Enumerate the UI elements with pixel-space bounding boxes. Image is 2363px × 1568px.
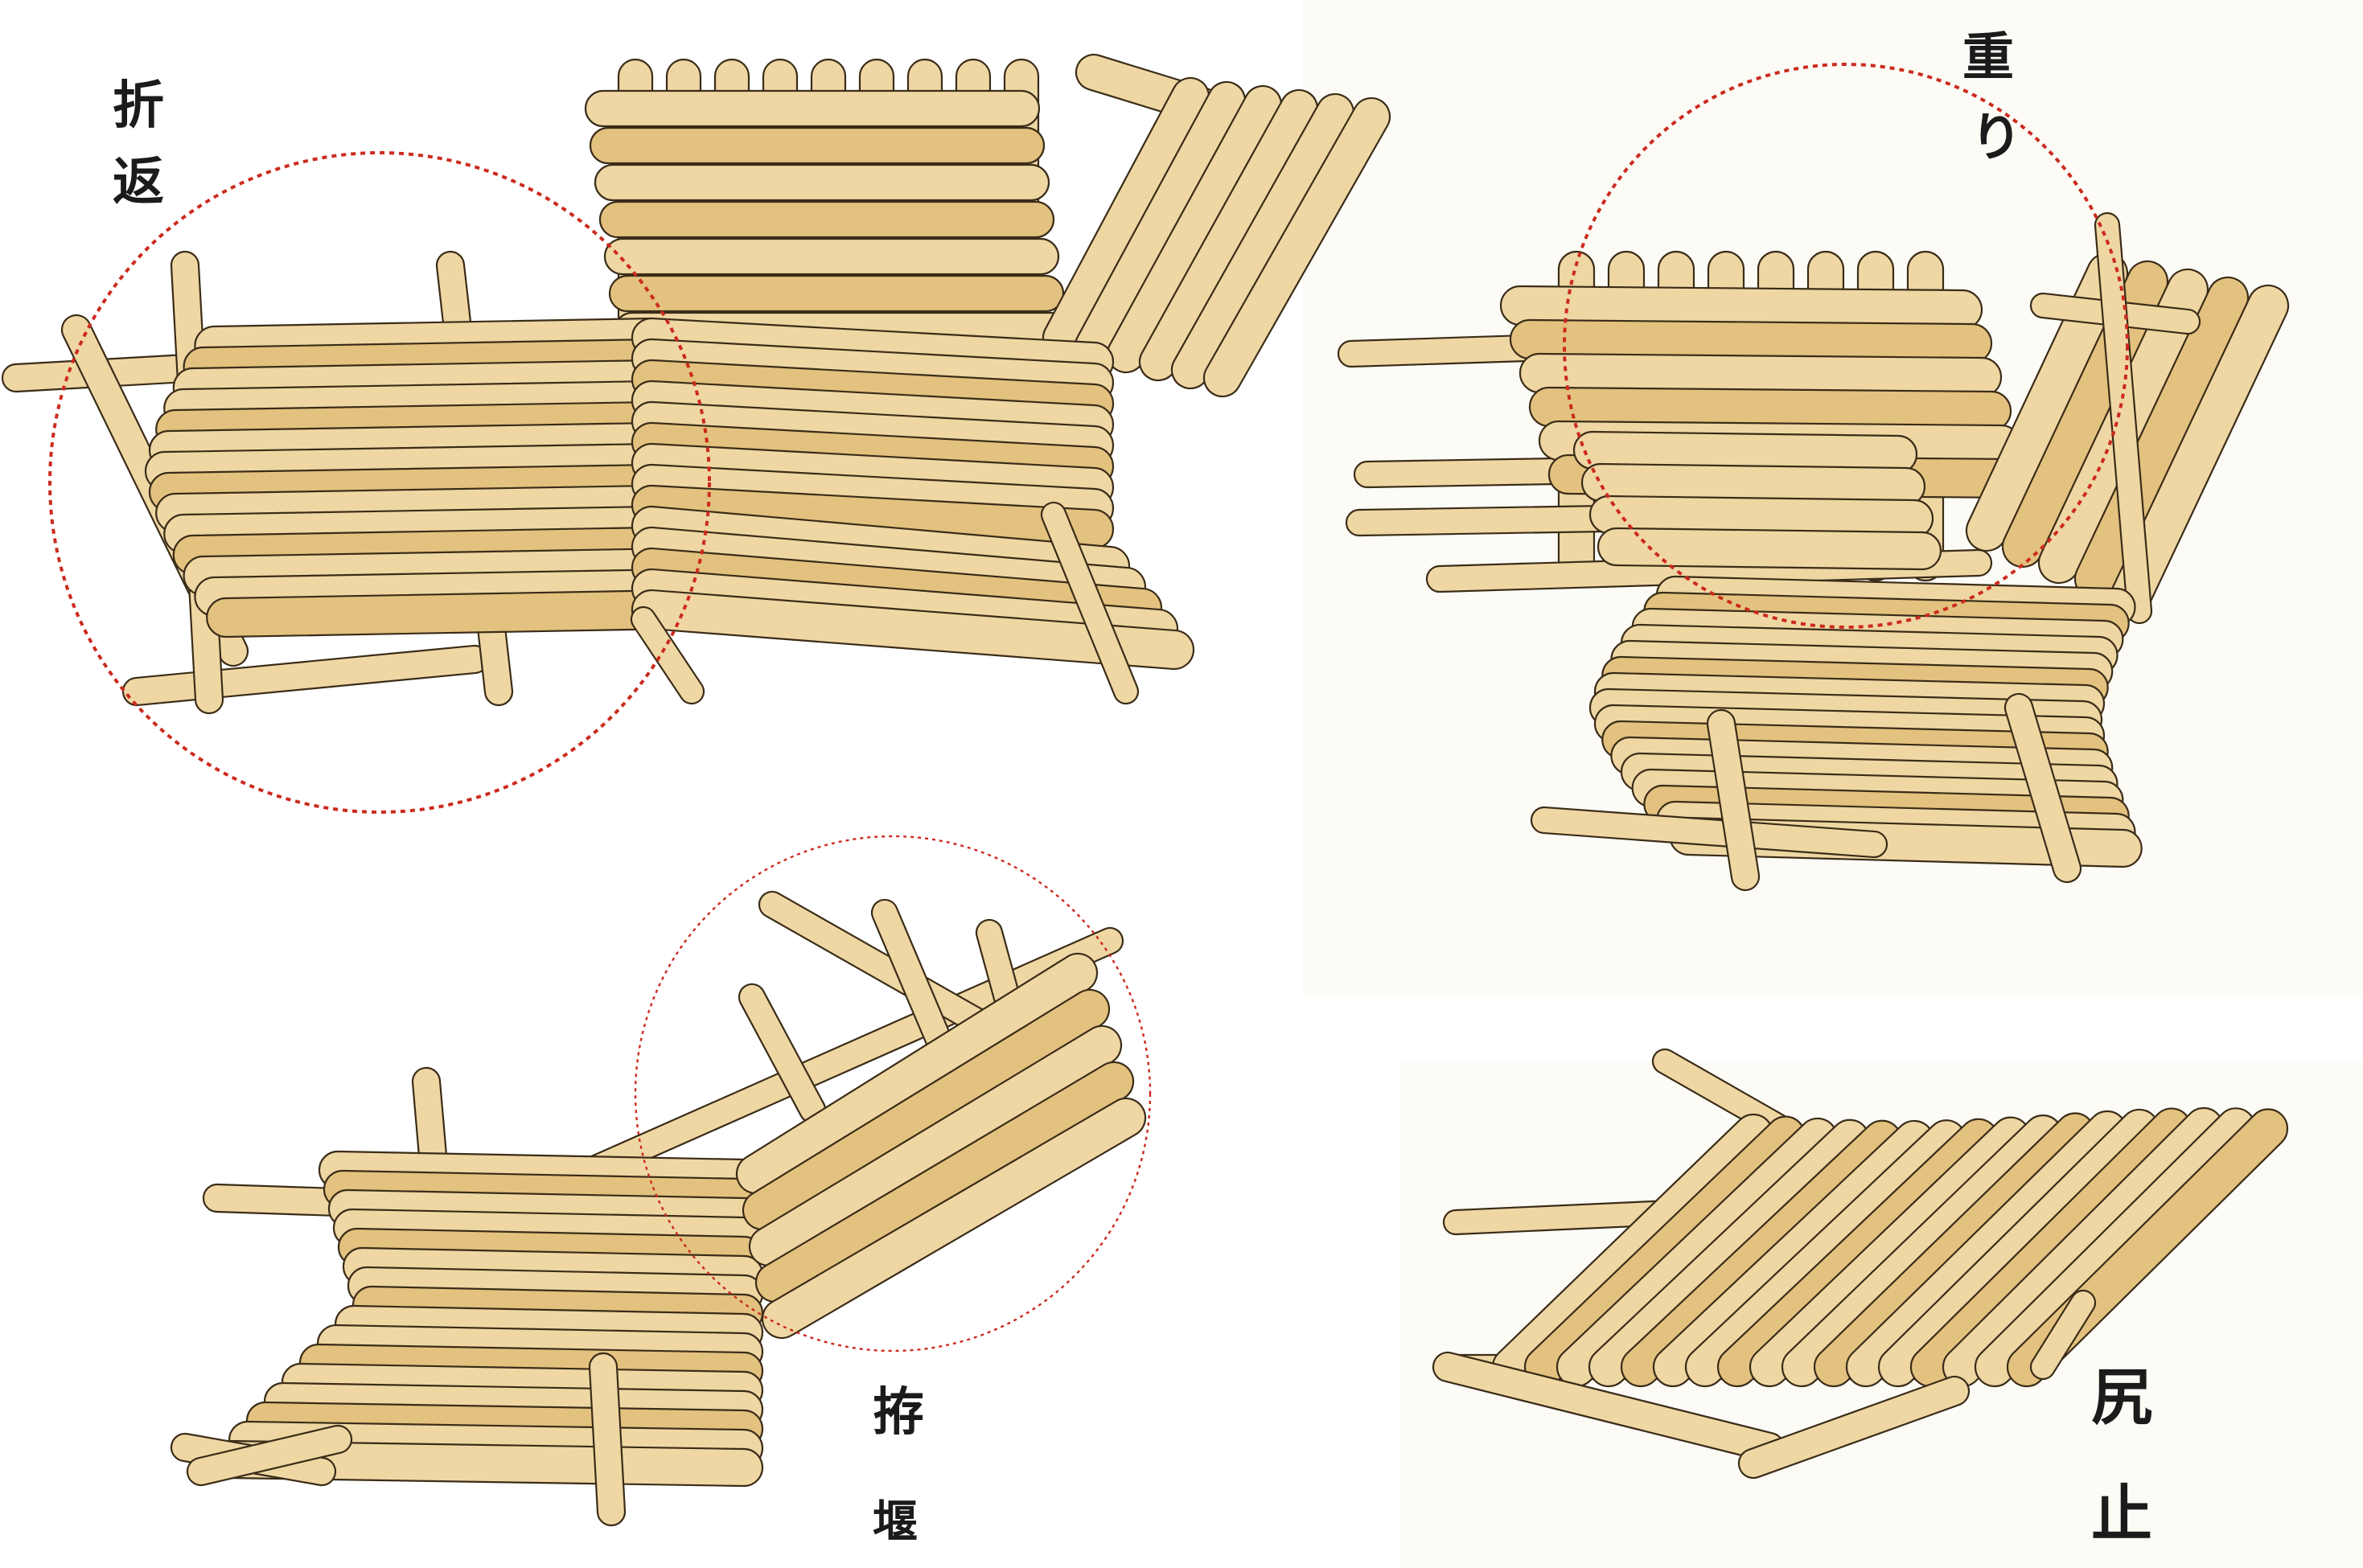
log [2094,211,2153,625]
log [2003,692,2082,884]
label-koshirae-zeki-2: 堰 [873,1496,918,1549]
log [603,237,1060,276]
log [1706,708,1761,892]
panel-koshirae-zeki [170,890,1147,1527]
koshirae-zeki-focus-circle [634,835,1152,1353]
panel-orikaeshi [1,53,1391,715]
log [630,605,705,705]
log [1597,527,1942,571]
log [589,126,1046,165]
label-kasanari-2: り [1971,108,2022,168]
log [1202,96,1391,398]
panel-shiridome [1432,1048,2289,1480]
orikaeshi-focus-circle [48,151,711,814]
panel-kasanari [1337,211,2290,892]
log [588,1352,627,1527]
log [186,1424,353,1487]
label-kasanari-1: 重 [1962,27,2014,88]
log [206,589,697,638]
label-shiridome-2: 止 [2091,1478,2152,1550]
log [584,89,1041,128]
log [1737,1375,1971,1480]
kasanari-focus-circle [1563,63,2129,629]
label-orikaeshi-2: 返 [113,152,164,212]
log [1530,806,1888,859]
log [761,1097,1147,1340]
label-shiridome-1: 尻 [2091,1361,2152,1433]
label-orikaeshi-1: 折 [113,76,164,136]
label-koshirae-zeki-1: 拵 [873,1382,924,1443]
log [598,200,1055,239]
log [631,589,1195,671]
log [608,274,1065,313]
log [2029,1289,2097,1381]
log [594,163,1050,202]
log [121,644,490,707]
log [1040,501,1140,705]
